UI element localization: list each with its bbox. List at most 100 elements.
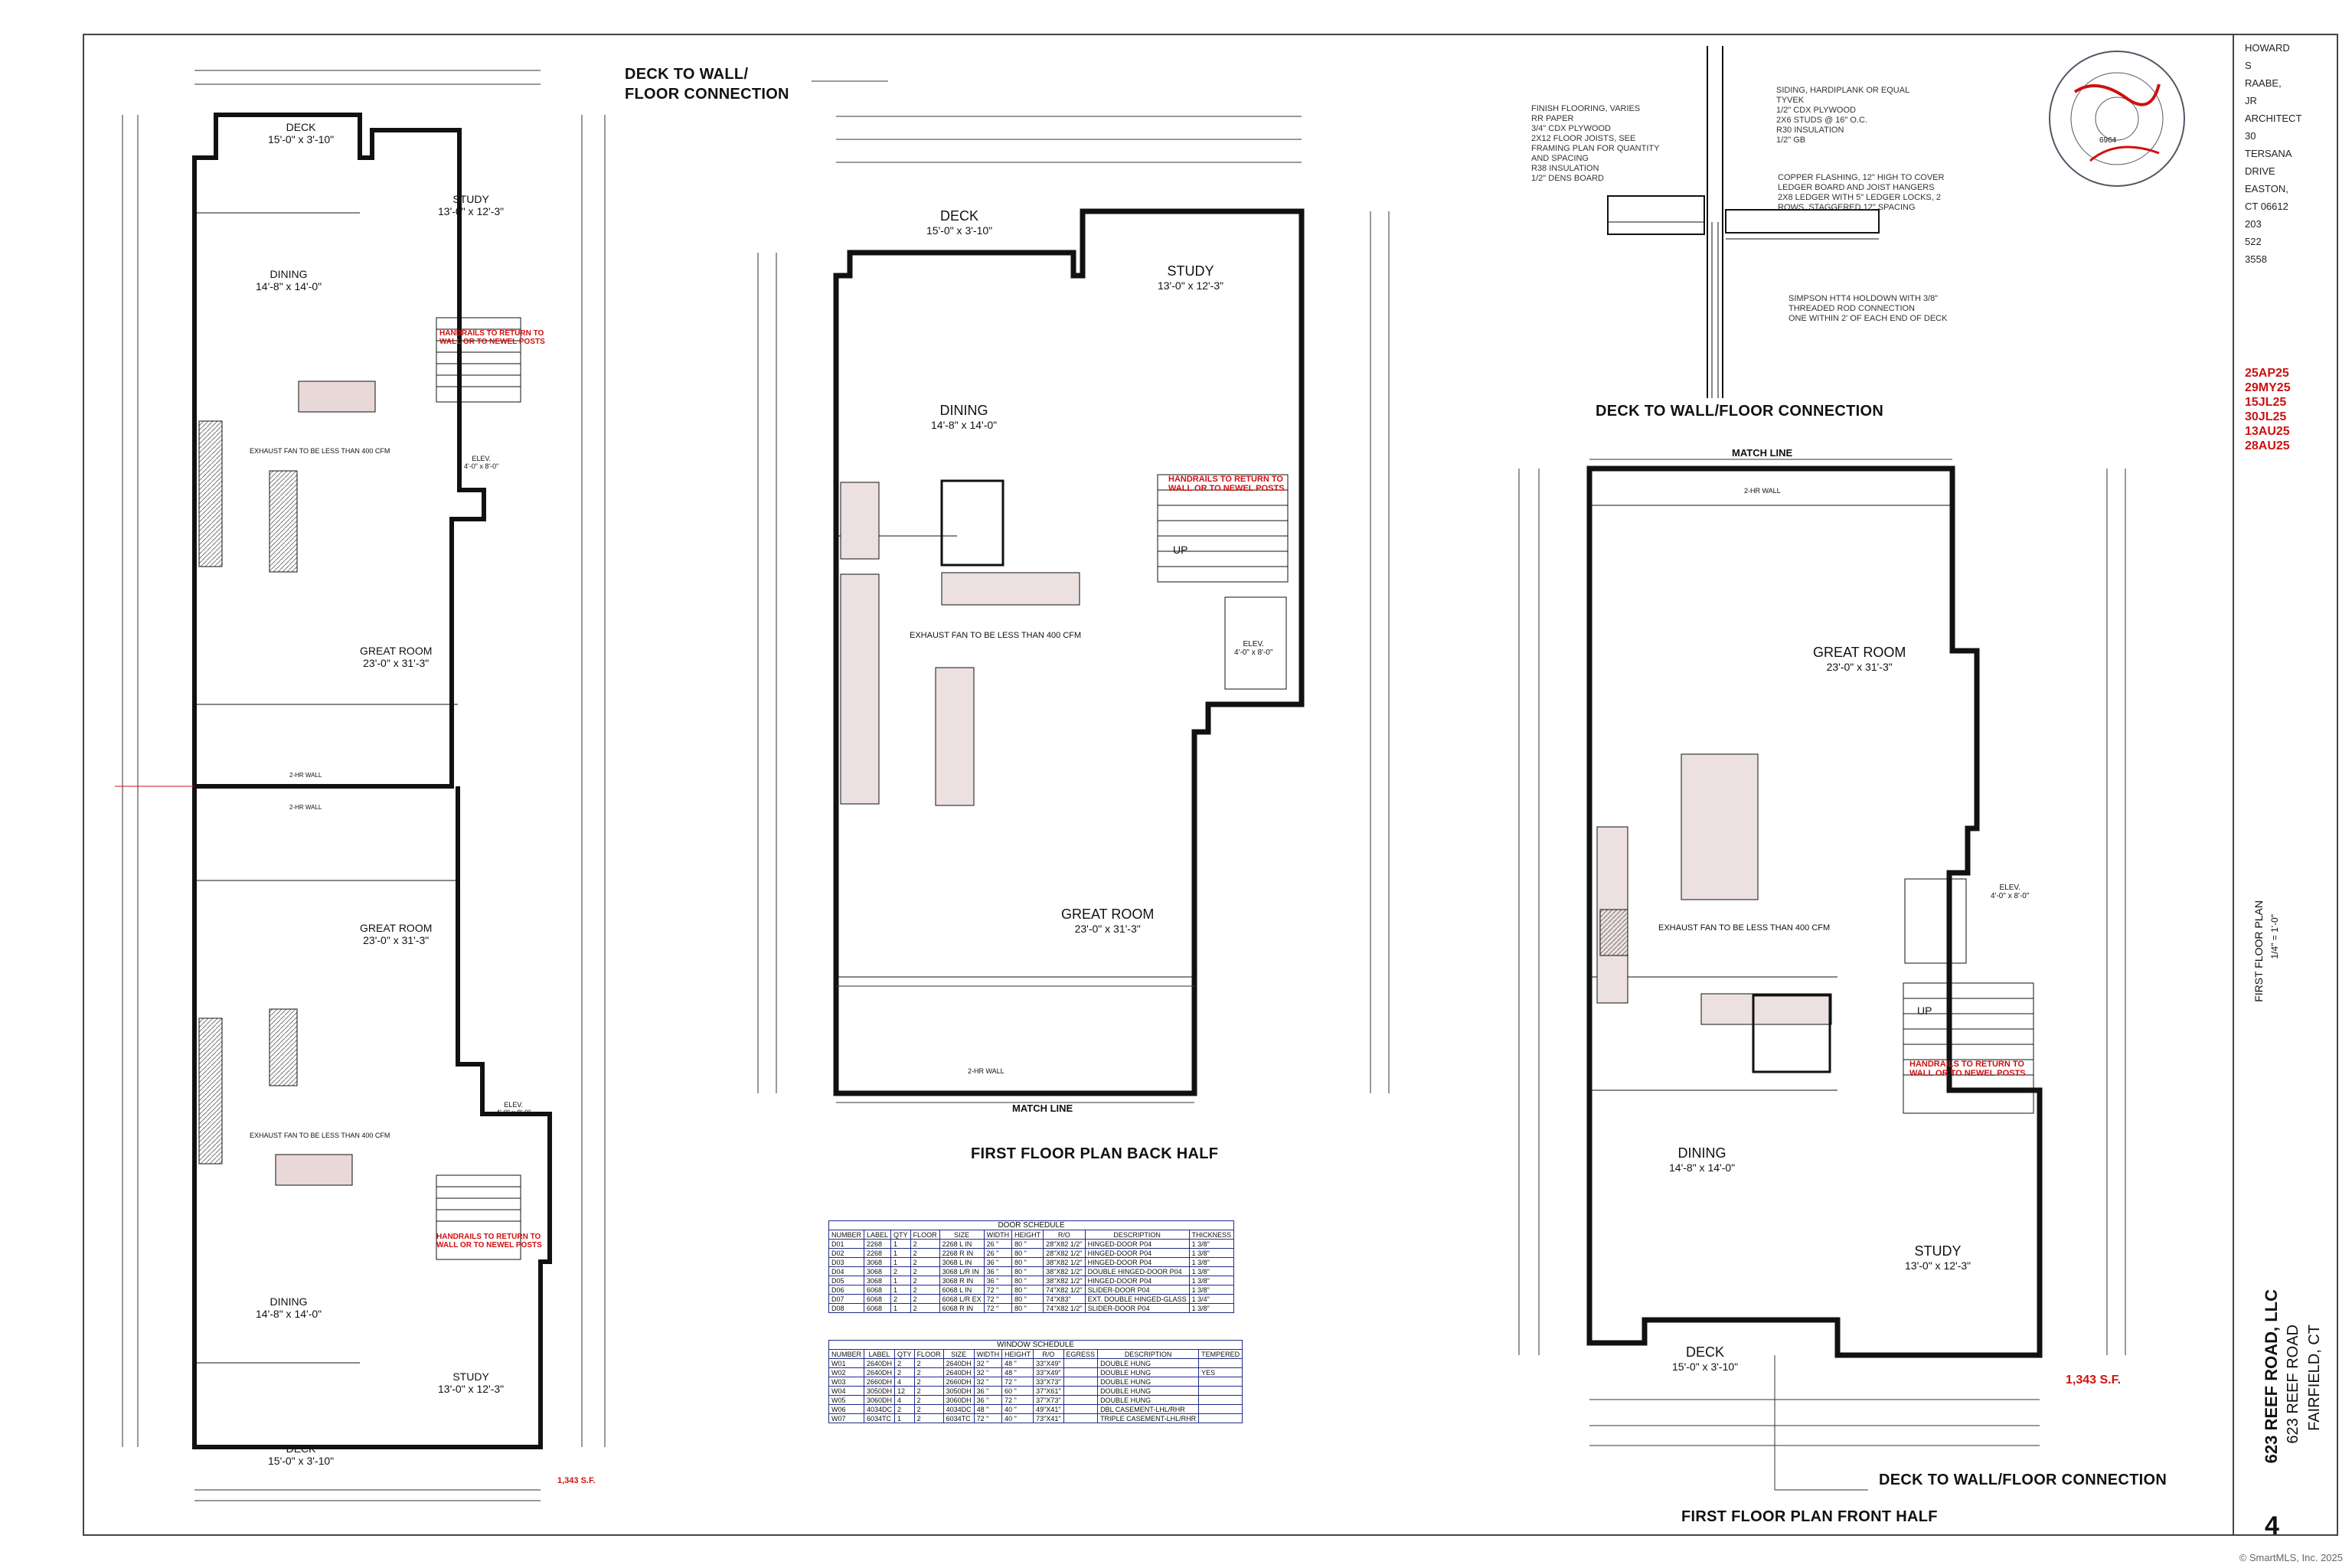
- window-schedule-cell: [1198, 1404, 1243, 1414]
- architect-line: 3558: [2245, 253, 2267, 265]
- door-schedule-cell: D08: [828, 1303, 865, 1313]
- window-schedule-cell: [1198, 1413, 1243, 1423]
- door-schedule-cell: 2268: [864, 1239, 892, 1249]
- door-schedule-cell: 6068 L/R EX: [939, 1294, 985, 1304]
- door-schedule-cell: D03: [828, 1257, 865, 1267]
- door-schedule-cell: 1 3/8": [1188, 1239, 1235, 1249]
- door-schedule-cell: 80 ": [1011, 1285, 1044, 1295]
- door-schedule-cell: 2: [910, 1266, 940, 1276]
- door-schedule-cell: 36 ": [983, 1266, 1013, 1276]
- window-schedule-cell: 12: [894, 1386, 915, 1396]
- window-schedule-cell: 4: [894, 1395, 915, 1405]
- door-schedule-cell: 2: [910, 1239, 940, 1249]
- handrail-note-front: HANDRAILS TO RETURN TO WALL OR TO NEWEL …: [1909, 1060, 2026, 1078]
- door-schedule-cell: 26 ": [983, 1239, 1013, 1249]
- window-schedule-cell: DOUBLE HUNG: [1097, 1395, 1200, 1405]
- window-schedule-cell: 2: [913, 1358, 944, 1368]
- window-schedule-cell: 48 ": [1001, 1367, 1034, 1377]
- revision-date: 29MY25: [2245, 381, 2291, 394]
- room-label-elev-front: ELEV.4'-0" x 8'-0": [1991, 884, 2030, 900]
- window-schedule-header: DESCRIPTION: [1097, 1349, 1200, 1359]
- door-schedule-cell: D05: [828, 1276, 865, 1285]
- architect-line: 30: [2245, 130, 2256, 142]
- window-schedule-cell: 2: [913, 1377, 944, 1387]
- door-schedule-header: NUMBER: [828, 1230, 865, 1240]
- door-schedule-cell: 28"X82 1/2": [1043, 1239, 1086, 1249]
- door-schedule-header: DESCRIPTION: [1084, 1230, 1190, 1240]
- door-schedule-cell: 6068: [864, 1303, 892, 1313]
- door-schedule-cell: 3068 L IN: [939, 1257, 985, 1267]
- window-schedule-cell: 33"X49": [1033, 1367, 1064, 1377]
- project-name: 623 REEF ROAD, LLC: [2262, 1289, 2281, 1464]
- window-schedule-cell: W05: [828, 1395, 865, 1405]
- back-half-plan: [757, 116, 1390, 1103]
- sheet-number: 4: [2265, 1511, 2279, 1540]
- window-schedule-cell: 2640DH: [942, 1367, 975, 1377]
- window-schedule-cell: 73"X41": [1033, 1413, 1064, 1423]
- door-schedule-cell: 28"X82 1/2": [1043, 1248, 1086, 1258]
- window-schedule-cell: 2: [913, 1395, 944, 1405]
- door-schedule-cell: 6068: [864, 1294, 892, 1304]
- revision-date: 28AU25: [2245, 439, 2290, 452]
- window-schedule-cell: 40 ": [1001, 1404, 1034, 1414]
- door-schedule-cell: 80 ": [1011, 1276, 1044, 1285]
- window-schedule-cell: [1198, 1386, 1243, 1396]
- door-schedule-cell: 1 3/8": [1188, 1276, 1235, 1285]
- door-schedule-header: R/O: [1043, 1230, 1086, 1240]
- door-schedule-cell: 72 ": [983, 1285, 1013, 1295]
- architect-line: DRIVE: [2245, 165, 2275, 177]
- door-schedule-cell: 74"X82 1/2": [1043, 1303, 1086, 1313]
- window-schedule-cell: 33"X73": [1033, 1377, 1064, 1387]
- door-schedule-cell: 72 ": [983, 1294, 1013, 1304]
- window-schedule-header: EGRESS: [1063, 1349, 1099, 1359]
- deck-to-wall-detail-heading: DECK TO WALL/FLOOR CONNECTION: [1596, 403, 1884, 420]
- window-schedule-cell: 3060DH: [864, 1395, 896, 1405]
- door-schedule-cell: HINGED-DOOR P04: [1084, 1257, 1190, 1267]
- window-schedule-cell: 36 ": [973, 1395, 1003, 1405]
- room-label-elev-back: ELEV.4'-0" x 8'-0": [1234, 640, 1273, 657]
- window-schedule-cell: W03: [828, 1377, 865, 1387]
- deck-to-wall-top-heading: DECK TO WALL/ FLOOR CONNECTION: [625, 66, 789, 103]
- door-schedule-cell: 74"X83": [1043, 1294, 1086, 1304]
- door-schedule-cell: HINGED-DOOR P04: [1084, 1239, 1190, 1249]
- door-schedule-cell: 1 3/8": [1188, 1248, 1235, 1258]
- sheet-scale: 1/4" = 1'-0": [2269, 914, 2280, 959]
- architect-line: CT 06612: [2245, 201, 2288, 212]
- window-schedule-cell: 32 ": [973, 1358, 1003, 1368]
- door-schedule-cell: SLIDER-DOOR P04: [1084, 1303, 1190, 1313]
- door-schedule-cell: 2: [890, 1266, 911, 1276]
- window-schedule-cell: [1198, 1358, 1243, 1368]
- project-address: 623 REEF ROAD: [2285, 1325, 2301, 1444]
- door-schedule-cell: 80 ": [1011, 1266, 1044, 1276]
- revision-date: 30JL25: [2245, 410, 2287, 423]
- square-feet-left: 1,343 S.F.: [557, 1476, 596, 1485]
- window-schedule-cell: W01: [828, 1358, 865, 1368]
- door-schedule-cell: 1 3/8": [1188, 1285, 1235, 1295]
- window-schedule-cell: 3060DH: [942, 1395, 975, 1405]
- door-schedule-header: WIDTH: [983, 1230, 1013, 1240]
- window-schedule-header: NUMBER: [828, 1349, 865, 1359]
- window-schedule-cell: 2: [913, 1386, 944, 1396]
- door-schedule-cell: 2: [910, 1294, 940, 1304]
- window-schedule-header: FLOOR: [913, 1349, 944, 1359]
- door-schedule-cell: 1: [890, 1257, 911, 1267]
- door-schedule-cell: 1 3/4": [1188, 1294, 1235, 1304]
- door-schedule-cell: 2: [910, 1276, 940, 1285]
- seal-number: 6964: [2099, 136, 2117, 145]
